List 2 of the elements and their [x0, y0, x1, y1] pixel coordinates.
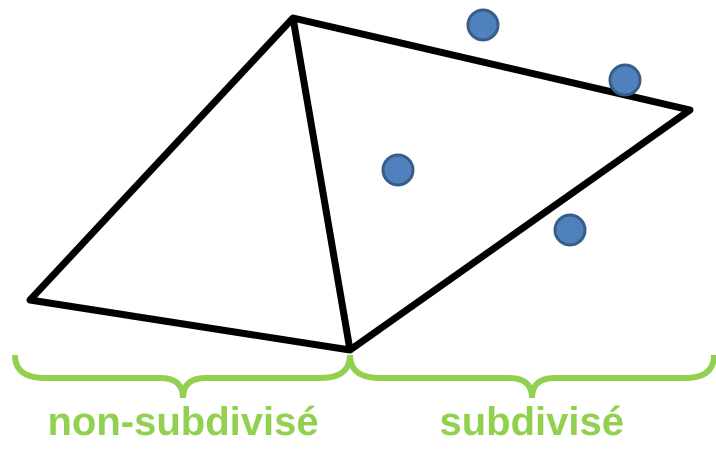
- brace-label: subdivisé: [440, 399, 624, 446]
- brace-label: non-subdivisé: [48, 399, 319, 446]
